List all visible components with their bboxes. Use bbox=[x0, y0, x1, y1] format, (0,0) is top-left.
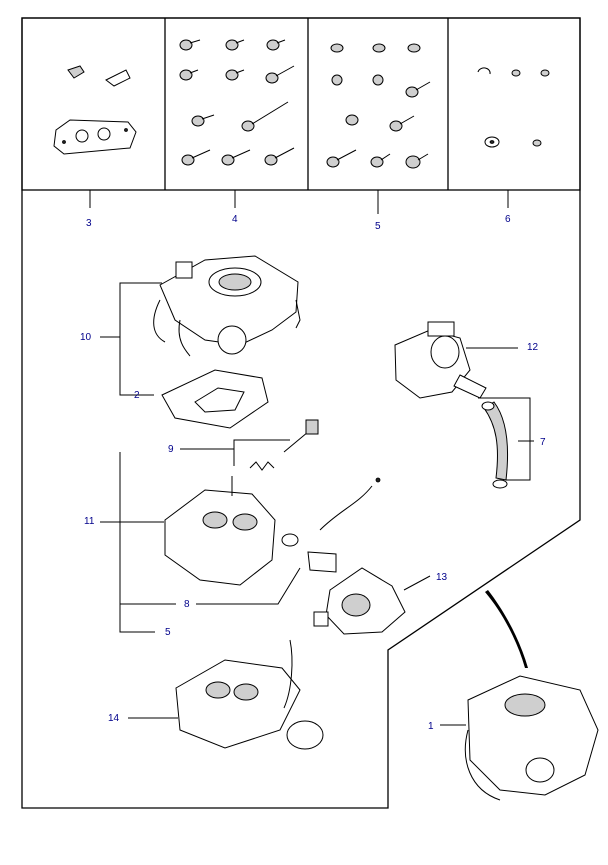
carburettor-gasket bbox=[161, 369, 269, 429]
gasket-kit-parts bbox=[53, 65, 137, 155]
clip-kit-parts bbox=[477, 67, 550, 148]
carburettor-body bbox=[164, 476, 276, 586]
needle-valve-and-spring bbox=[249, 419, 319, 471]
screw-kit-parts bbox=[179, 39, 295, 166]
callout-12: 12 bbox=[527, 342, 539, 353]
idle-cut-solenoid bbox=[281, 477, 381, 573]
complete-carburettor bbox=[464, 590, 599, 801]
leader-lines bbox=[100, 282, 534, 726]
callout-5-lower: 5 bbox=[165, 627, 171, 638]
assembly-arrow bbox=[485, 590, 528, 668]
callout-9: 9 bbox=[168, 444, 174, 455]
callout-4: 4 bbox=[232, 214, 238, 225]
kit-box bbox=[21, 17, 581, 191]
callout-6: 6 bbox=[505, 214, 511, 225]
callout-8: 8 bbox=[184, 599, 190, 610]
thermostat-housing bbox=[394, 321, 487, 399]
callout-2: 2 bbox=[134, 390, 140, 401]
choke-diaphragm bbox=[313, 567, 406, 635]
callout-10: 10 bbox=[80, 332, 92, 343]
coolant-hose bbox=[481, 401, 508, 489]
carburettor-base bbox=[175, 639, 324, 750]
callout-7: 7 bbox=[540, 437, 546, 448]
nut-kit-parts bbox=[326, 43, 431, 169]
callout-3: 3 bbox=[86, 218, 92, 229]
kit-leaders bbox=[89, 190, 509, 214]
callout-5: 5 bbox=[375, 221, 381, 232]
carburettor-top-assembly bbox=[153, 255, 301, 357]
callout-14: 14 bbox=[108, 713, 120, 724]
callout-1: 1 bbox=[428, 721, 434, 732]
callout-13: 13 bbox=[436, 572, 448, 583]
callout-11: 11 bbox=[84, 516, 95, 527]
